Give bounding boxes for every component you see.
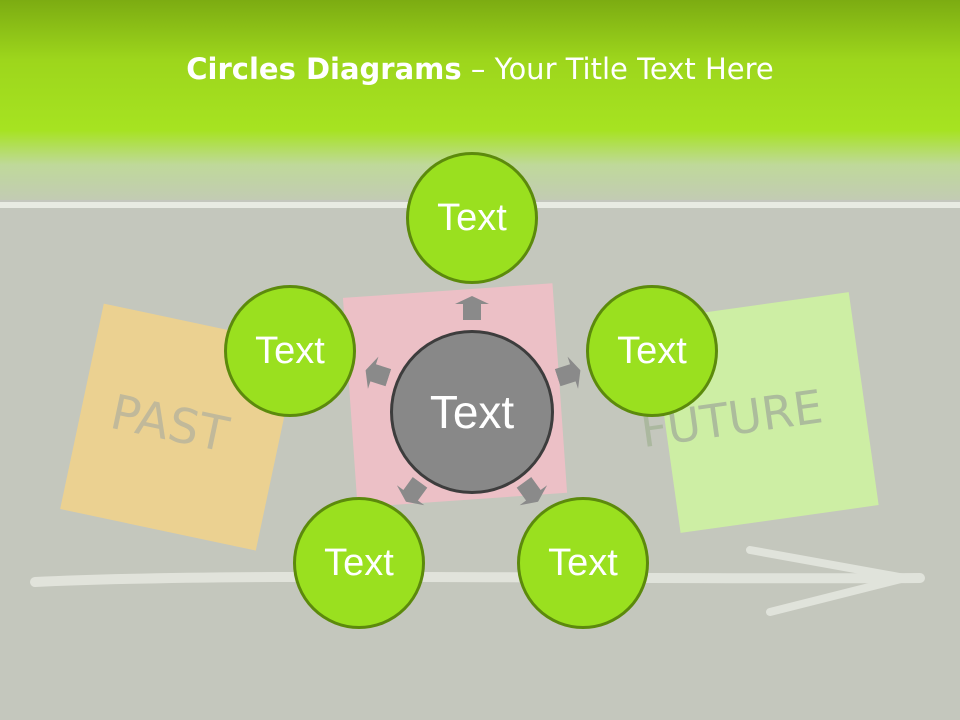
slide-title: Circles Diagrams – Your Title Text Here xyxy=(0,52,960,86)
arrow-left-icon xyxy=(360,354,393,394)
circle-left: Text xyxy=(224,285,356,417)
arrow-right-icon xyxy=(552,354,585,394)
arrow-lower-left-icon xyxy=(392,472,434,511)
center-circle: Text xyxy=(390,330,554,494)
title-bold: Circles Diagrams xyxy=(186,52,462,86)
circle-bottom-left: Text xyxy=(293,497,425,629)
arrow-up-icon xyxy=(455,296,489,320)
title-rest: Your Title Text Here xyxy=(494,52,774,86)
arrow-lower-right-icon xyxy=(510,472,552,511)
circle-top: Text xyxy=(406,152,538,284)
circle-right: Text xyxy=(586,285,718,417)
title-dash: – xyxy=(461,52,495,86)
circle-bottom-right: Text xyxy=(517,497,649,629)
chalk-arrow xyxy=(30,546,925,616)
